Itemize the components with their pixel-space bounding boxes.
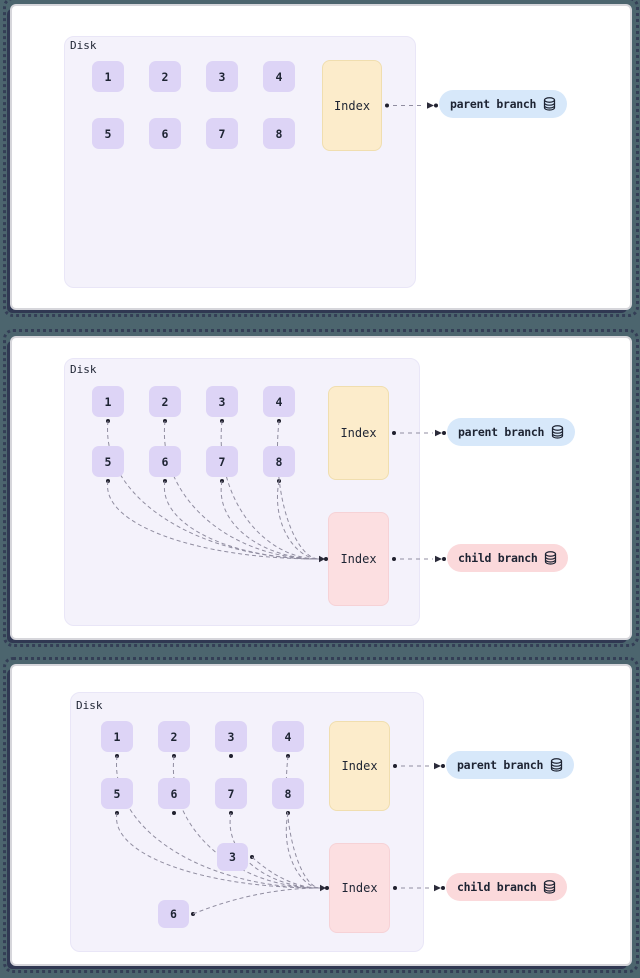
- disk-block: 1: [101, 721, 133, 752]
- parent-index-box: Index: [329, 721, 390, 811]
- panel-child-branch: Disk 1 2 3 4 5 6 7 8 Index Index parent …: [3, 329, 639, 647]
- disk-block: 5: [92, 118, 124, 149]
- database-icon: [551, 425, 564, 439]
- database-icon: [550, 758, 563, 772]
- disk-block-new-copy: 6: [158, 900, 189, 928]
- disk-block: 4: [263, 386, 295, 417]
- child-index-box: Index: [328, 512, 389, 606]
- pill-label: child branch: [457, 880, 537, 894]
- child-index-box: Index: [329, 843, 390, 933]
- disk-block: 2: [149, 386, 181, 417]
- disk-label: Disk: [70, 39, 97, 52]
- parent-index-box: Index: [322, 60, 382, 151]
- disk-label: Disk: [76, 699, 103, 712]
- parent-branch-pill: parent branch: [447, 418, 576, 446]
- disk-block: 1: [92, 61, 124, 92]
- disk-block: 6: [158, 778, 190, 809]
- wires-svg: [106, 419, 446, 563]
- disk-block: 7: [206, 446, 238, 477]
- disk-block: 8: [263, 118, 295, 149]
- disk-block: 8: [263, 446, 295, 477]
- disk-block: 4: [272, 721, 304, 752]
- disk-block: 3: [206, 386, 238, 417]
- database-icon: [543, 97, 556, 111]
- disk-block: 7: [206, 118, 238, 149]
- pill-label: parent branch: [457, 758, 544, 772]
- disk-block: 3: [215, 721, 247, 752]
- pill-label: child branch: [458, 551, 538, 565]
- disk-block-new-copy: 3: [217, 843, 248, 871]
- disk-block: 7: [215, 778, 247, 809]
- disk-block: 5: [92, 446, 124, 477]
- child-branch-pill: child branch: [446, 873, 568, 901]
- disk-block: 1: [92, 386, 124, 417]
- parent-index-box: Index: [328, 386, 389, 480]
- pill-label: parent branch: [450, 97, 537, 111]
- wires-svg: [115, 754, 445, 916]
- pill-label: parent branch: [458, 425, 545, 439]
- disk-label: Disk: [70, 363, 97, 376]
- panel-copy-on-write: Disk 1 2 3 4 5 6 7 8 3 6 Index Index par…: [3, 657, 639, 973]
- child-branch-pill: child branch: [447, 544, 569, 572]
- disk-block: 5: [101, 778, 133, 809]
- disk-block: 8: [272, 778, 304, 809]
- parent-branch-pill: parent branch: [446, 751, 575, 779]
- database-icon: [545, 551, 557, 565]
- disk-block: 6: [149, 446, 181, 477]
- wires-svg: [385, 102, 438, 109]
- disk-block: 2: [149, 61, 181, 92]
- parent-branch-pill: parent branch: [439, 90, 568, 118]
- disk-block: 6: [149, 118, 181, 149]
- disk-block: 3: [206, 61, 238, 92]
- disk-block: 4: [263, 61, 295, 92]
- database-icon: [544, 880, 556, 894]
- panel-parent-snapshot: Disk 1 2 3 4 5 6 7 8 Index parent branch: [3, 0, 639, 317]
- disk-block: 2: [158, 721, 190, 752]
